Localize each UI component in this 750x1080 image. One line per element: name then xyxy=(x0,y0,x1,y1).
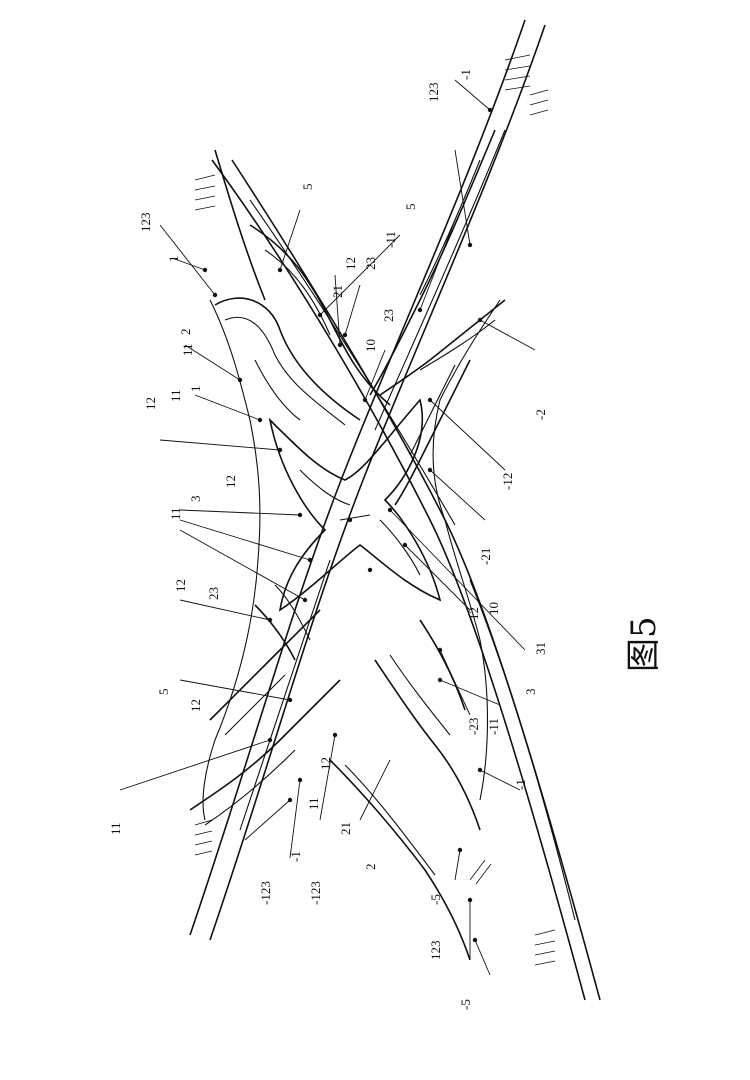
label-1: 1 xyxy=(166,256,181,263)
label-12g: 12 xyxy=(466,607,481,620)
label-21b: 21 xyxy=(330,285,345,298)
label-1b: 1 xyxy=(188,386,203,393)
label-neg12: -12 xyxy=(500,473,515,490)
label-neg123b: -123 xyxy=(308,881,323,905)
ramp-lower-left xyxy=(189,584,341,826)
figure-caption: 图5 xyxy=(624,616,664,672)
ramp-lower-right xyxy=(329,619,481,961)
label-23c: 23 xyxy=(381,309,396,322)
label-23: 23 xyxy=(206,587,221,600)
label-21: 21 xyxy=(338,822,353,835)
label-neg2: -2 xyxy=(533,409,548,420)
label-11d: 11 xyxy=(108,822,123,835)
label-neg23: -23 xyxy=(466,718,481,735)
label-neg21: -21 xyxy=(478,548,493,565)
label-neg1c: -1 xyxy=(513,779,528,790)
label-12c: 12 xyxy=(173,579,188,592)
label-5b: 5 xyxy=(300,184,315,191)
label-11c: 11 xyxy=(168,507,183,520)
label-11e: 11 xyxy=(306,797,321,810)
label-12: 12 xyxy=(143,397,158,410)
label-31: 31 xyxy=(533,642,548,655)
label-2: 2 xyxy=(178,329,193,336)
label-2b: 2 xyxy=(363,864,378,871)
hatching-marks xyxy=(194,54,556,966)
label-11b: 11 xyxy=(168,389,183,402)
reference-dots xyxy=(202,107,493,943)
ramp-upper-left xyxy=(214,149,391,426)
label-10: 10 xyxy=(363,339,378,352)
label-12b: 12 xyxy=(223,475,238,488)
label-11: 11 xyxy=(180,343,195,356)
leader-lines xyxy=(119,79,536,976)
label-123c: 123 xyxy=(428,941,443,961)
label-12d: 12 xyxy=(188,699,203,712)
label-10b: 10 xyxy=(486,602,501,615)
label-neg5: -5 xyxy=(428,894,443,905)
label-23b: 23 xyxy=(363,257,378,270)
label-neg1b: -1 xyxy=(458,69,473,80)
ramp-upper-right xyxy=(369,129,506,506)
label-neg123: -123 xyxy=(258,881,273,905)
main-road-ascending xyxy=(189,19,546,941)
label-12f: 12 xyxy=(343,257,358,270)
label-12e: 12 xyxy=(318,757,333,770)
label-123b: 123 xyxy=(426,83,441,103)
central-junction xyxy=(268,398,442,612)
label-neg1: -1 xyxy=(288,851,303,862)
outer-boundary xyxy=(202,299,501,821)
label-3b: 3 xyxy=(523,689,538,696)
label-neg5b: -5 xyxy=(458,999,473,1010)
reference-labels: 123 1 2 11 1 12 11 12 3 11 12 23 5 12 11… xyxy=(108,69,548,1010)
label-5: 5 xyxy=(156,689,171,696)
label-123: 123 xyxy=(138,213,153,233)
label-3: 3 xyxy=(188,496,203,503)
label-neg11b: -11 xyxy=(486,718,501,735)
label-neg11: -11 xyxy=(383,231,398,248)
label-5c: 5 xyxy=(403,204,418,211)
